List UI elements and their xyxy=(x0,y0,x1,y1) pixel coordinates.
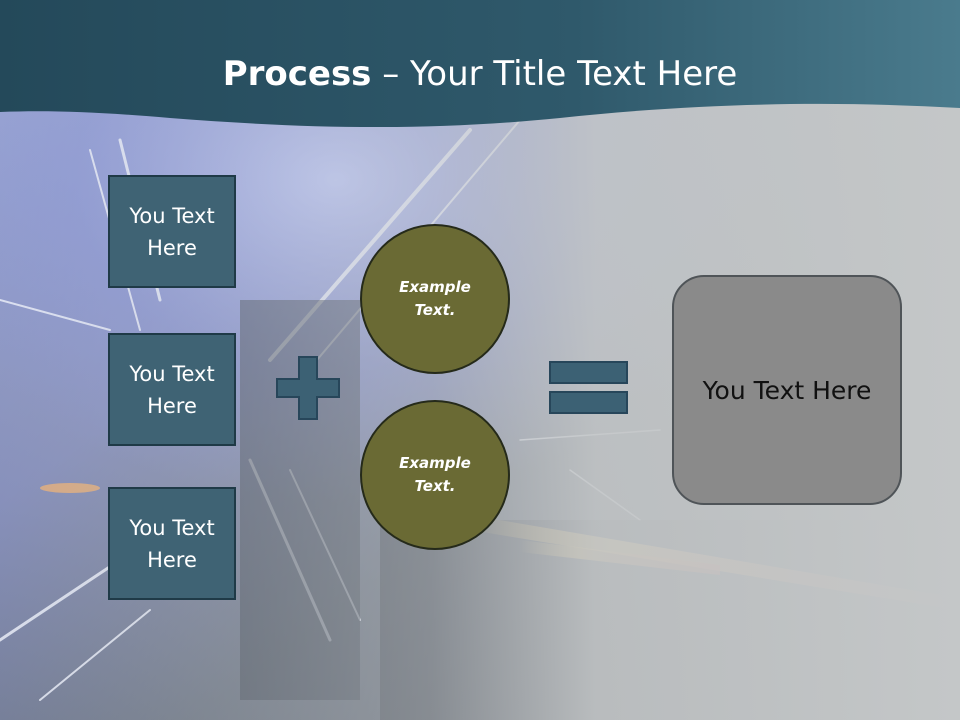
example-circle-2: Example Text. xyxy=(360,400,510,550)
plus-icon xyxy=(276,356,340,420)
page-title: Process – Your Title Text Here xyxy=(0,52,960,96)
input-box-1: You Text Here xyxy=(108,175,236,288)
example-circle-1-label: Example Text. xyxy=(399,278,471,319)
equals-icon xyxy=(549,361,628,414)
example-circle-1: Example Text. xyxy=(360,224,510,374)
example-circle-2-label: Example Text. xyxy=(399,454,471,495)
header-band xyxy=(0,0,960,128)
input-box-2: You Text Here xyxy=(108,333,236,446)
result-box-label: You Text Here xyxy=(702,375,872,405)
result-box: You Text Here xyxy=(672,275,902,505)
input-box-1-label: You Text Here xyxy=(129,203,215,260)
title-bold: Process xyxy=(222,54,372,94)
input-box-2-label: You Text Here xyxy=(129,361,215,418)
title-rest: – Your Title Text Here xyxy=(371,54,738,94)
input-box-3: You Text Here xyxy=(108,487,236,600)
input-box-3-label: You Text Here xyxy=(129,515,215,572)
